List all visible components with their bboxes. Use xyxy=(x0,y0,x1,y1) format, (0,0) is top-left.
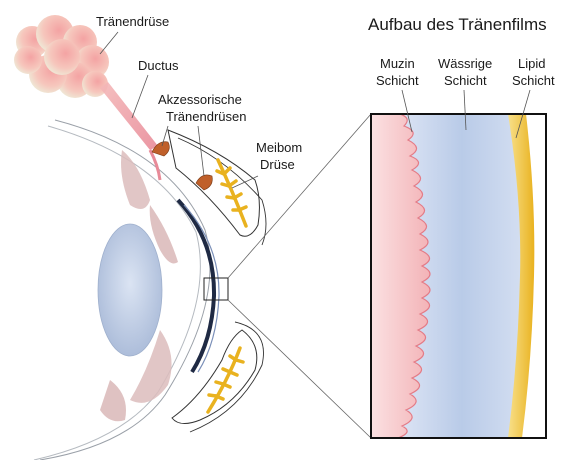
lower-eyelid xyxy=(172,330,257,424)
label-lipid-1: Lipid xyxy=(518,56,545,71)
lacrimal-gland xyxy=(14,15,109,98)
label-traenendruese: Tränendrüse xyxy=(96,14,169,29)
eye-cross-section xyxy=(14,15,371,460)
label-waessrige-1: Wässrige xyxy=(438,56,492,71)
label-ductus: Ductus xyxy=(138,58,179,73)
label-muzin-1: Muzin xyxy=(380,56,415,71)
label-muzin-2: Schicht xyxy=(376,73,419,88)
label-akzessorische-1: Akzessorische xyxy=(158,92,242,107)
ductus xyxy=(100,82,158,150)
tear-film-detail xyxy=(371,90,546,438)
label-lipid-2: Schicht xyxy=(512,73,555,88)
label-meibom-1: Meibom xyxy=(256,140,302,155)
label-waessrige-2: Schicht xyxy=(444,73,487,88)
label-akzessorische-2: Tränendrüsen xyxy=(166,109,246,124)
eye-lens xyxy=(98,224,162,356)
zoom-region xyxy=(204,278,228,300)
diagram-title: Aufbau des Tränenfilms xyxy=(368,15,547,34)
label-meibom-2: Drüse xyxy=(260,157,295,172)
